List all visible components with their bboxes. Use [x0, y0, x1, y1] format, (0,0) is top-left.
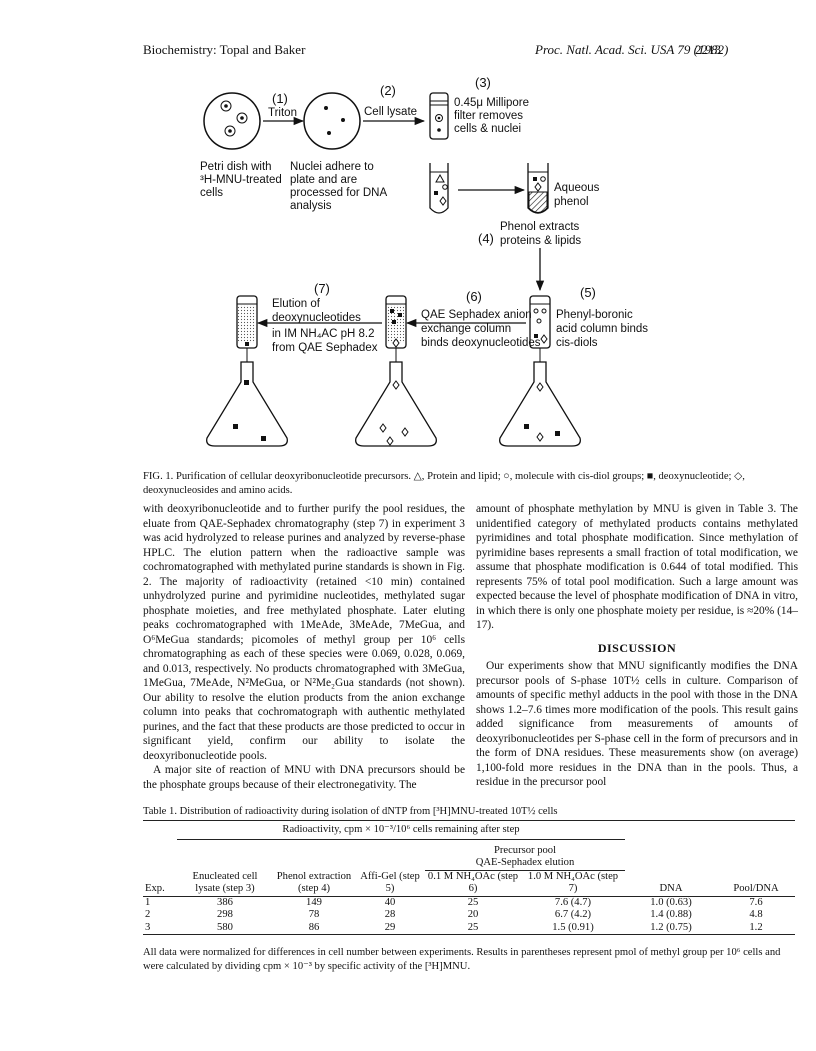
phenol-text-2: proteins & lipids [500, 235, 581, 247]
qae-text-3: binds deoxynucleotides [421, 337, 541, 349]
table-pool-header: Precursor pool QAE-Sephadex elution [425, 839, 625, 871]
triton-label: Triton [268, 107, 297, 119]
cell: 1.5 (0.91) [552, 921, 594, 933]
column-header: Affi-Gel (step 5) [360, 870, 420, 895]
boronic-text-1: Phenyl-boronic [556, 309, 633, 321]
step-5-label: (5) [580, 285, 596, 300]
cell: 86 [308, 921, 320, 933]
step-4-label: (4) [478, 231, 494, 246]
cell-lysate-label: Cell lysate [364, 106, 417, 118]
nuclei-dish-icon [303, 92, 361, 150]
elution-text-2: deoxynucleotides [272, 312, 361, 324]
cell: 4.8 [749, 909, 763, 920]
table-row: 1 386 149 40 25 7.6 (4.7) 1.0 (0.63) 7.6 [143, 896, 795, 909]
figure-1-diagram: (1) Triton Petri dish with ³H-MNU-treate… [200, 75, 648, 447]
cell: 28 [384, 909, 396, 920]
phenol-tube-icon [527, 163, 549, 214]
step-7-label: (7) [314, 281, 330, 296]
nuclei-text-1: Nuclei adhere to [290, 161, 374, 173]
column-header: Pool/DNA [733, 883, 779, 894]
column-header: 1.0 M NH₄OAc (step 7) [527, 870, 619, 895]
cell: 40 [384, 896, 396, 908]
cell: 7.6 (4.7) [554, 896, 592, 908]
running-header-authors: Biochemistry: Topal and Baker [143, 42, 306, 57]
left-column: with deoxyribonucleotide and to further … [143, 502, 465, 792]
cell: 78 [308, 909, 320, 920]
cell: 2 [145, 909, 151, 920]
step-3-label: (3) [475, 75, 491, 90]
qae-header-text: QAE-Sephadex elution [475, 857, 575, 868]
cell: 1.2 (0.75) [650, 921, 692, 933]
cell: 3 [145, 921, 151, 933]
column-header: Exp. [145, 883, 165, 894]
table-span-header: Radioactivity, cpm × 10⁻³/10⁶ cells rema… [177, 820, 625, 840]
column-header: DNA [659, 883, 683, 894]
boronic-text-2: acid column binds [556, 323, 648, 335]
flask-icon [499, 361, 581, 447]
aqueous-text-1: Aqueous [554, 182, 600, 194]
cell: 1 [145, 896, 151, 908]
cell: 25 [467, 921, 479, 933]
figure-caption: FIG. 1. Purification of cellular deoxyri… [143, 471, 745, 496]
cell: 1.2 [749, 921, 763, 933]
cell: 1.4 (0.88) [650, 909, 692, 920]
paragraph: Our experiments show that MNU significan… [476, 660, 798, 788]
petri-text-2: ³H-MNU-treated [200, 174, 282, 186]
paragraph: amount of phosphate methylation by MNU i… [476, 503, 798, 631]
cell: 25 [467, 896, 479, 908]
running-header-journal: Proc. Natl. Acad. Sci. USA 79 (1982) [535, 42, 729, 57]
cell: 7.6 [749, 896, 763, 908]
filter-tube-icon [429, 92, 449, 140]
cell: 1.0 (0.63) [650, 896, 692, 908]
cell: 386 [217, 896, 233, 908]
elution-text-3: in IM NH₄AC pH 8.2 [272, 328, 374, 340]
phenol-text-1: Phenol extracts [500, 221, 580, 233]
boronic-text-3: cis-diols [556, 337, 598, 349]
step-6-label: (6) [466, 289, 482, 304]
section-heading: DISCUSSION [597, 640, 677, 655]
cell: 580 [217, 921, 233, 933]
nuclei-text-2: plate and are [290, 174, 357, 186]
table-footnote: All data were normalized for differences… [143, 947, 781, 972]
paragraph: A major site of reaction of MNU with DNA… [143, 764, 465, 791]
cell: 298 [217, 909, 233, 920]
page-number: 2213 [695, 42, 721, 57]
filter-text-1: 0.45μ Millipore [454, 97, 529, 109]
right-column: amount of phosphate methylation by MNU i… [476, 502, 798, 790]
paragraph: with deoxyribonucleotide and to further … [143, 503, 465, 762]
elution-column-icon [236, 295, 258, 349]
step-1-label: (1) [272, 91, 288, 106]
filter-text-2: filter removes [454, 110, 523, 122]
column-header: Enucleated cell lysate (step 3) [192, 870, 258, 895]
cell: 20 [467, 909, 479, 920]
data-table: Radioactivity, cpm × 10⁻³/10⁶ cells rema… [143, 820, 795, 935]
lysate-tube-icon [429, 163, 449, 214]
qae-column-icon [385, 295, 407, 349]
qae-text-2: exchange column [421, 323, 511, 335]
table-title: Table 1. Distribution of radioactivity d… [143, 806, 558, 817]
flask-icon [355, 361, 437, 447]
filter-text-3: cells & nuclei [454, 123, 521, 135]
qae-text-1: QAE Sephadex anion [421, 309, 532, 321]
petri-text-1: Petri dish with [200, 161, 272, 173]
petri-dish-icon [203, 92, 261, 150]
aqueous-text-2: phenol [554, 196, 589, 208]
elution-text-1: Elution of [272, 298, 321, 310]
elution-text-4: from QAE Sephadex [272, 342, 378, 354]
column-header: Phenol extraction (step 4) [276, 870, 352, 895]
table-row: 3 580 86 29 25 1.5 (0.91) 1.2 (0.75) 1.2 [143, 922, 795, 935]
nuclei-text-4: analysis [290, 200, 332, 212]
cell: 149 [306, 896, 322, 908]
step-2-label: (2) [380, 83, 396, 98]
cell: 29 [384, 921, 396, 933]
table-row: 2 298 78 28 20 6.7 (4.2) 1.4 (0.88) 4.8 [143, 909, 795, 922]
column-header: 0.1 M NH₄OAc (step 6) [427, 870, 519, 895]
pool-header-text: Precursor pool [493, 844, 557, 856]
cell: 6.7 (4.2) [554, 909, 592, 920]
petri-text-3: cells [200, 187, 223, 199]
nuclei-text-3: processed for DNA [290, 187, 387, 199]
flask-icon [206, 361, 288, 447]
